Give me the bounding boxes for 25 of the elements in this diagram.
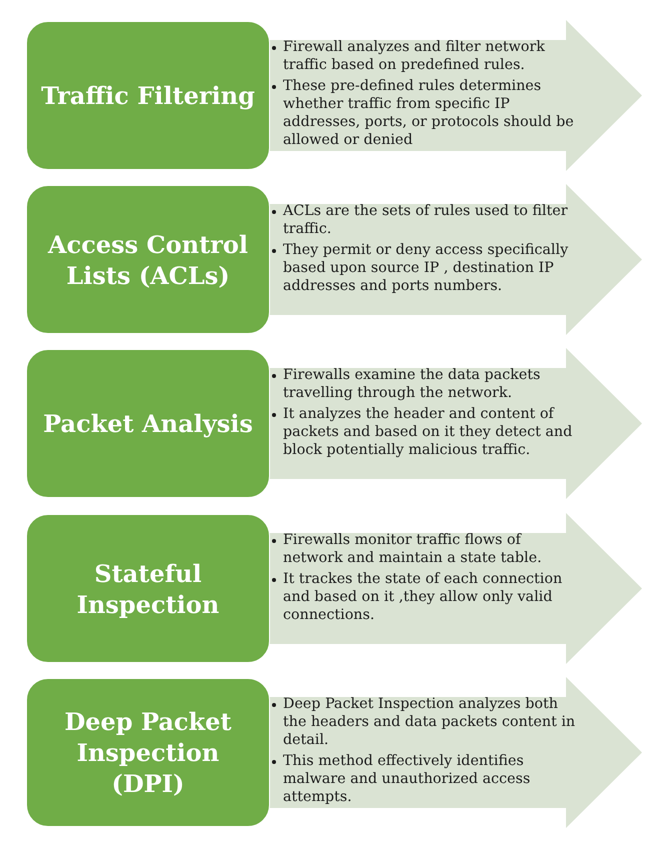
description-panel xyxy=(268,184,642,335)
bullet-text: They permit or deny access specifically based upon source IP , destination IP addresses and ports numbers. xyxy=(283,241,570,295)
step-title: Deep Packet Inspection (DPI) xyxy=(63,706,233,799)
step-title: Packet Analysis xyxy=(43,408,253,439)
bullet-text: Firewall analyzes and filter network traffic based on predefined rules. xyxy=(283,38,546,74)
step-title: Traffic Filtering xyxy=(41,80,255,111)
step-title: Stateful Inspection xyxy=(76,558,220,620)
step-card xyxy=(26,514,270,663)
step-card xyxy=(26,678,270,827)
description-panel xyxy=(268,20,642,171)
bullet-text: This method effectively identifies malware and unauthorized access attempts. xyxy=(283,752,532,806)
description-panel xyxy=(268,677,642,828)
bullet-text: Firewalls examine the data packets travelling through the network. xyxy=(283,366,542,402)
bullet-text: Deep Packet Inspection analyzes both the headers and data packets content in detail. xyxy=(283,695,576,749)
step-card xyxy=(26,185,270,334)
description-panel xyxy=(268,513,642,664)
bullet-text: ACLs are the sets of rules used to filter traffic. xyxy=(283,202,569,238)
description-panel xyxy=(268,348,642,499)
bullet-text: It trackes the state of each connection and based on it ,they allow only valid connections. xyxy=(283,570,564,624)
step-card xyxy=(26,21,270,170)
bullet-text: These pre-defined rules determines whether traffic from specific IP addresses, ports, or protocols should be allowed or denied xyxy=(283,77,575,149)
bullet-text: Firewalls monitor traffic flows of network and maintain a state table. xyxy=(283,531,543,567)
step-card xyxy=(26,349,270,498)
step-title: Access Control Lists (ACLs) xyxy=(46,228,249,290)
bullet-text: It analyzes the header and content of packets and based on it they detect and block potentially malicious traffic. xyxy=(283,405,574,459)
